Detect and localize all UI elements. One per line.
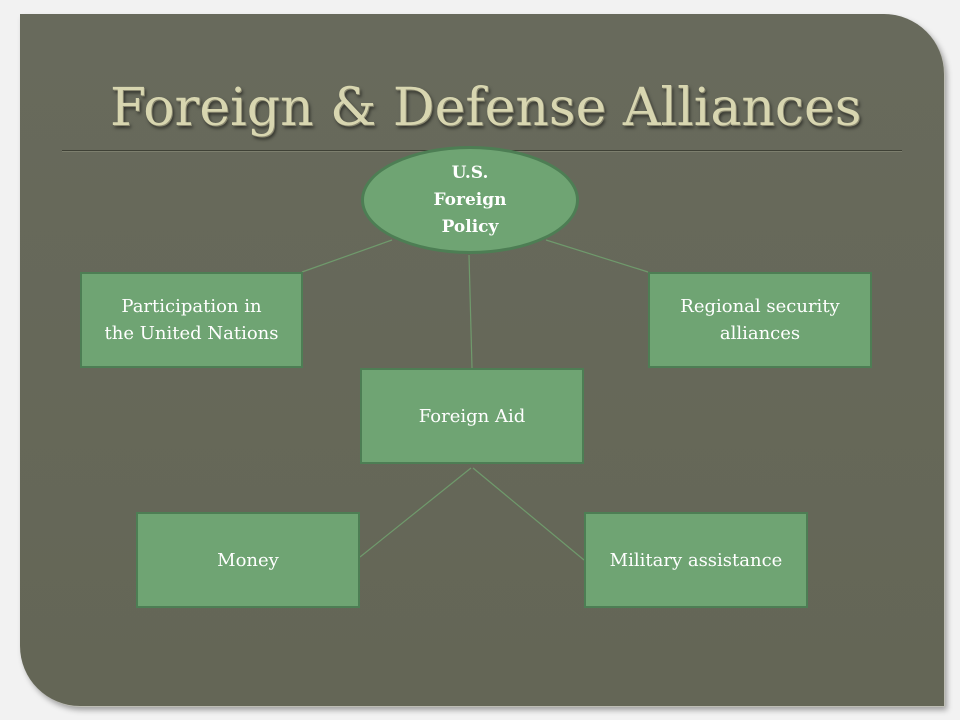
node-regional-security-label: Regional security alliances (680, 296, 840, 344)
node-united-nations-label: Participation in the United Nations (104, 296, 279, 344)
node-foreign-aid-label: Foreign Aid (418, 405, 526, 427)
connector-root-aid (468, 254, 473, 369)
node-us-foreign-policy-label: U.S. Foreign Policy (433, 162, 507, 237)
slide-title: Foreign & Defense Alliances (110, 78, 862, 138)
connector-aid-military (472, 467, 585, 561)
node-united-nations: Participation in the United Nations (80, 272, 303, 368)
node-money: Money (136, 512, 360, 608)
connector-root-regional (545, 239, 649, 273)
connector-root-un (301, 239, 393, 273)
node-military-assistance-label: Military assistance (609, 549, 783, 571)
node-military-assistance: Military assistance (584, 512, 808, 608)
node-foreign-aid: Foreign Aid (360, 368, 584, 464)
node-money-label: Money (217, 549, 279, 571)
node-regional-security: Regional security alliances (648, 272, 872, 368)
node-us-foreign-policy: U.S. Foreign Policy (361, 146, 579, 254)
connector-aid-money (359, 467, 472, 558)
